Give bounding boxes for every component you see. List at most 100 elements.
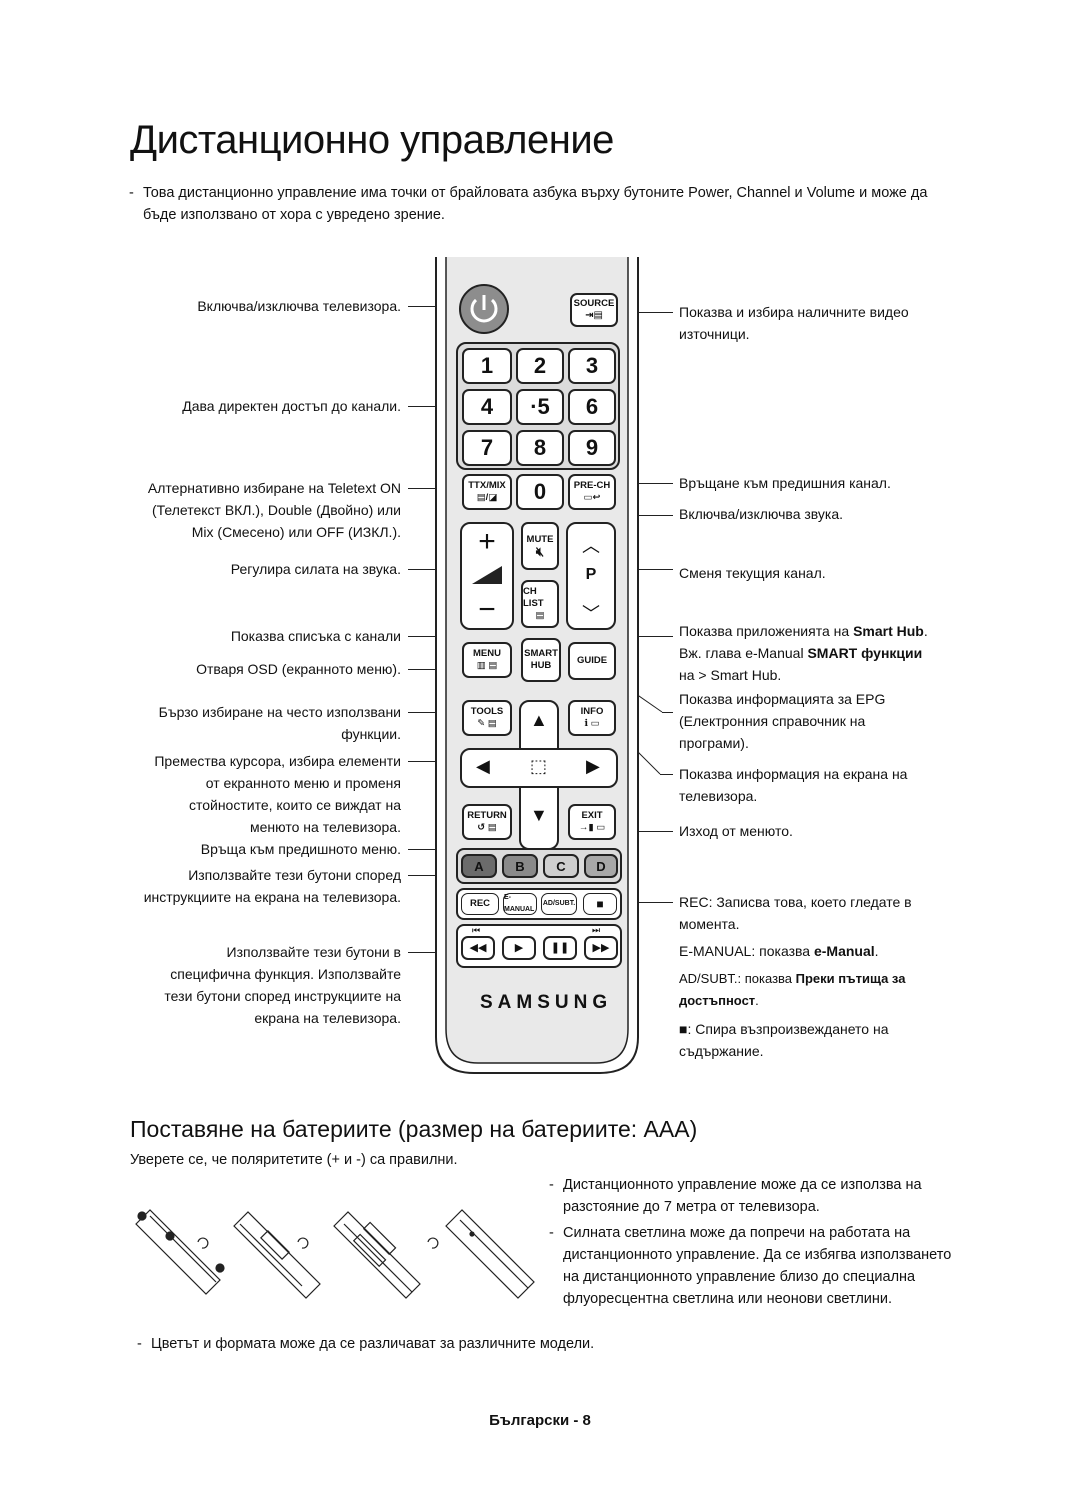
menu-button[interactable]: MENU▥ ▤ [462,642,512,678]
leader-line [619,902,673,903]
model-note: -Цветът и формата може да се различават … [137,1336,595,1352]
leader-line [408,849,460,850]
power-button[interactable] [459,284,509,334]
c-button[interactable]: C [543,854,579,878]
digit-1-button[interactable]: 1 [462,348,512,384]
channel-down-icon[interactable]: ﹀ [582,604,600,624]
guide-button[interactable]: GUIDE [568,642,616,680]
label-tools-1: Бързо избиране на често използвани [158,704,401,720]
ch-list-button[interactable]: CH LIST▤ [521,580,559,628]
volume-down-icon[interactable]: − [478,593,496,626]
leader-line [408,875,460,876]
label-arrows-3: стойностите, които се виждат на [188,797,401,813]
page-title: Дистанционно управление [130,118,614,162]
right-arrow-icon[interactable]: ▶ [586,756,600,776]
channel-up-icon[interactable]: ︿ [582,536,600,556]
leader-line [632,569,673,570]
fast-forward-icon: ▶▶ [592,942,610,954]
page-footer: Български - 8 [489,1412,591,1429]
leader-line [408,406,460,407]
label-source-2: източници. [679,326,750,342]
source-icon: ⇥▤ [585,310,603,321]
rewind-button[interactable]: ◀◀ [461,936,495,960]
up-arrow-icon[interactable]: ▲ [530,710,548,730]
digit-7-button[interactable]: 7 [462,430,512,466]
label-power: Включва/изключва телевизора. [197,298,401,314]
stop-button[interactable]: ■ [583,893,617,915]
label-color-2: инструкциите на екрана на телевизора. [143,889,401,905]
prech-icon: ▭↩ [583,492,601,503]
pre-ch-button[interactable]: PRE-CH▭↩ [568,474,616,510]
ad-subt-button[interactable]: AD/SUBT. [541,893,577,915]
previous-track-icon: ⏮ [472,925,481,935]
digit-0-button[interactable]: 0 [516,474,564,510]
ttx-mix-button[interactable]: TTX/MIX▤/◪ [462,474,512,510]
label-source-1: Показва и избира наличните видео [679,304,909,320]
leader-line [619,483,673,484]
teletext-icon: ▤/◪ [476,492,498,503]
label-smart-3: на > Smart Hub. [679,667,782,683]
channel-p-label: P [585,566,597,583]
leader-line [408,569,448,570]
digit-9-button[interactable]: 9 [568,430,616,466]
label-prech: Връщане към предишния канал. [679,475,891,491]
digit-6-button[interactable]: 6 [568,389,616,425]
label-arrows-1: Премества курсора, избира елементи [154,753,401,769]
down-arrow-icon[interactable]: ▼ [530,805,548,825]
menu-icon: ▥ ▤ [476,660,498,671]
label-media-2: специфична функция. Използвайте [170,966,401,982]
range-note: -Дистанционното управление може да се из… [549,1177,922,1215]
stop-icon: ■ [679,1021,688,1037]
rec-button[interactable]: REC [461,893,499,915]
volume-level-icon [472,566,502,584]
label-chlist: Показва списъка с канали [230,628,401,644]
a-button[interactable]: A [461,854,497,878]
mute-button[interactable]: MUTE🔇︎ [521,522,559,570]
volume-up-icon[interactable]: + [478,525,496,558]
return-icon: ↺ ▤ [477,822,497,833]
fast-forward-button[interactable]: ▶▶ [584,936,618,960]
power-keyword: Power [688,185,729,201]
rewind-icon: ◀◀ [469,942,487,954]
pause-button[interactable]: ❚❚ [543,936,577,960]
volume-rocker[interactable]: + − [460,522,514,630]
label-adsubt-1: AD/SUBT.: показва Преки пътища за [679,971,906,986]
leader-line [408,669,460,670]
label-digits: Дава директен достъп до канали. [182,398,401,414]
light-note: -Силната светлина може да попречи на раб… [549,1225,952,1307]
exit-button[interactable]: EXIT→▮ ▭ [568,804,616,840]
digit-3-button[interactable]: 3 [568,348,616,384]
digit-2-button[interactable]: 2 [516,348,564,384]
label-channel: Сменя текущия канал. [679,565,826,581]
e-manual-button[interactable]: E-MANUAL [503,893,537,915]
label-arrows-2: от екранното меню и променя [205,775,401,791]
leader-line [662,712,673,713]
digit-5-button[interactable]: ·5 [516,389,564,425]
label-return: Връща към предишното меню. [200,841,401,857]
tools-button[interactable]: TOOLS✎ ▤ [462,700,512,736]
digit-8-button[interactable]: 8 [516,430,564,466]
d-button[interactable]: D [584,854,618,878]
mute-icon: 🔇︎ [535,544,545,559]
channel-rocker[interactable]: ︿ P ﹀ [566,522,616,630]
leader-line [408,952,460,953]
label-volume: Регулира силата на звука. [230,561,401,577]
source-button[interactable]: SOURCE ⇥▤ [570,293,618,327]
label-ttx-3: Mix (Смесено) или OFF (ИЗКЛ.). [191,524,401,540]
digit-4-button[interactable]: 4 [462,389,512,425]
volume-keyword: Volume [806,185,856,201]
leader-line [408,306,448,307]
b-button[interactable]: B [502,854,538,878]
left-arrow-icon[interactable]: ◀ [476,756,490,776]
leader-line [660,774,673,775]
label-emanual: E-MANUAL: показва e-Manual. [679,943,879,959]
label-stop-2: съдържание. [679,1043,764,1059]
enter-icon[interactable]: ⬚ [530,756,548,776]
return-button[interactable]: RETURN↺ ▤ [462,804,512,840]
label-tools-2: функции. [341,726,401,742]
braille-dot: · [530,394,538,419]
label-info-1: Показва информация на екрана на [679,766,908,782]
play-button[interactable]: ▶ [502,936,536,960]
